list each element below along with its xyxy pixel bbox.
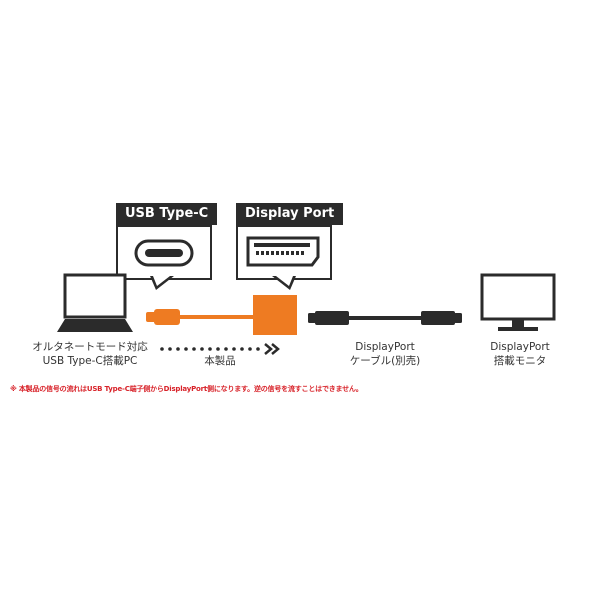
displayport-port-icon: [246, 236, 320, 267]
signal-direction-note: ※ 本製品の信号の流れはUSB Type-C端子側からDisplayPort側に…: [10, 385, 363, 393]
cable-label-line1: DisplayPort: [355, 341, 415, 353]
pc-label-line1: オルタネートモード対応: [32, 341, 148, 353]
monitor-label-line1: DisplayPort: [490, 341, 550, 353]
pc-label-line2: USB Type-C搭載PC: [42, 355, 138, 367]
cable-label: DisplayPort ケーブル(別売): [330, 340, 440, 368]
usb-c-port-icon: [134, 239, 194, 267]
dp-callout-pointer: [272, 276, 296, 290]
usbc-callout-box: [116, 225, 212, 280]
cable-icon: [308, 311, 462, 325]
cable-label-line2: ケーブル(別売): [349, 355, 421, 367]
monitor-icon: [480, 273, 556, 331]
laptop-icon: [57, 273, 133, 332]
dp-callout-box: [236, 225, 332, 280]
pc-label: オルタネートモード対応 USB Type-C搭載PC: [20, 340, 160, 368]
usbc-plug-icon: [146, 309, 258, 325]
usbc-callout-pointer: [150, 276, 174, 290]
monitor-label-line2: 搭載モニタ: [493, 355, 547, 367]
product-label: 本製品: [204, 355, 236, 367]
dp-callout-title: Display Port: [236, 203, 344, 225]
usbc-callout-title: USB Type-C: [116, 203, 218, 225]
monitor-label: DisplayPort 搭載モニタ: [470, 340, 570, 368]
signal-flow-arrow: [160, 343, 280, 355]
adapter-icon: [253, 295, 297, 335]
